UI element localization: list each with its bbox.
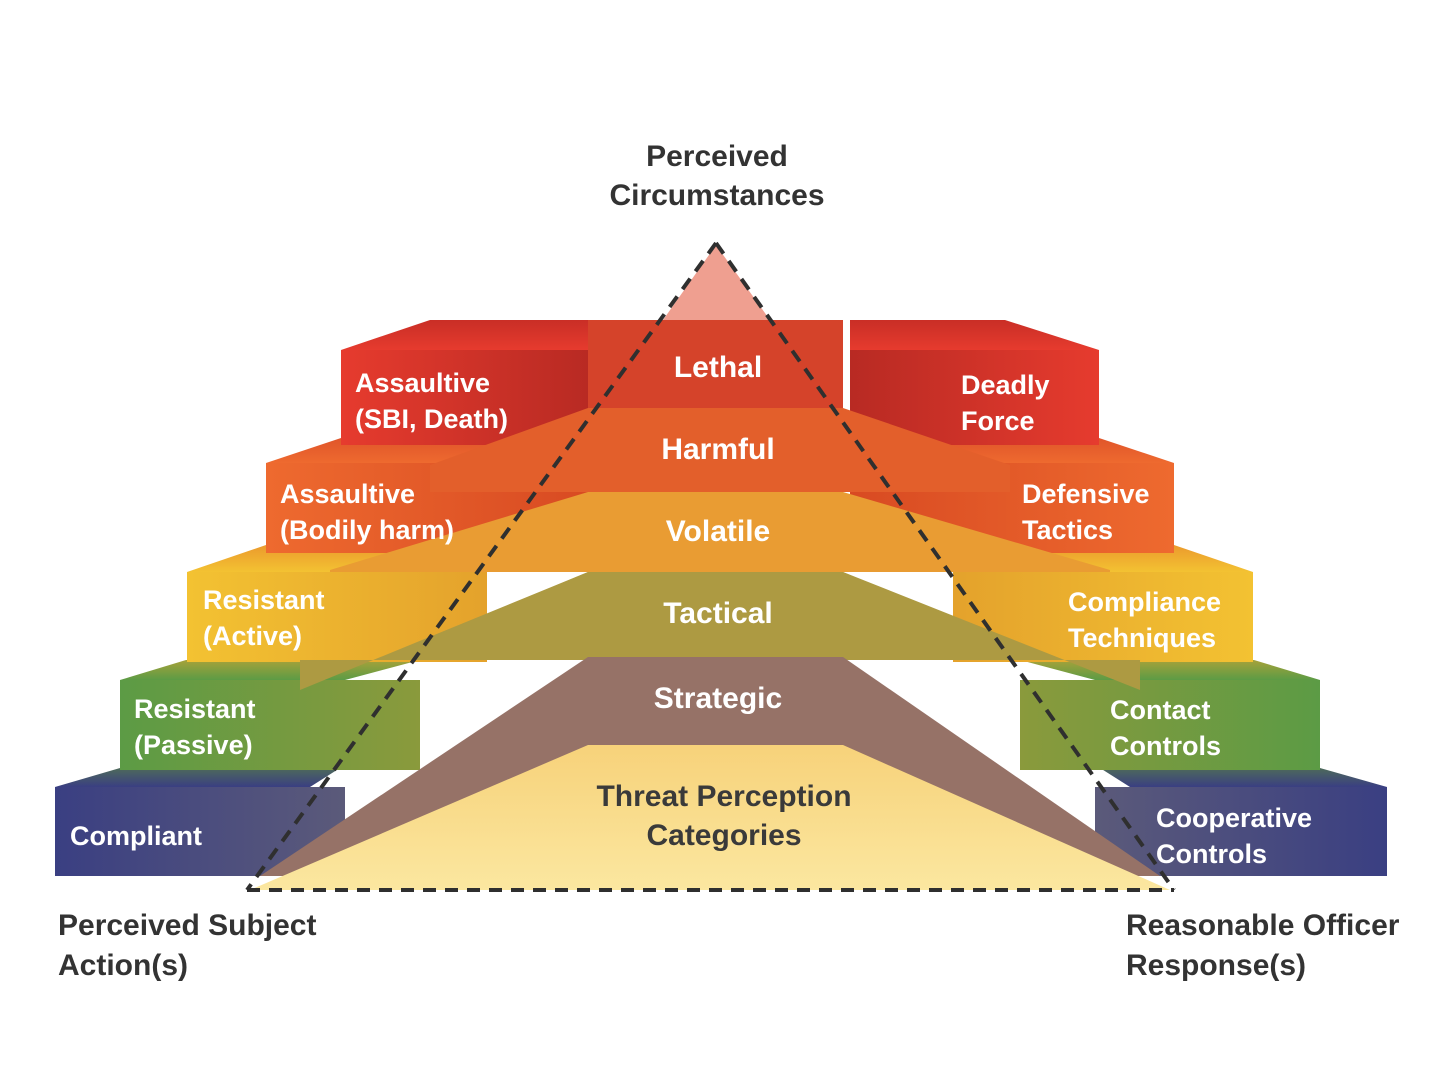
- center-label-line2: Categories: [646, 819, 801, 852]
- band-tactical-fill: [430, 572, 1000, 638]
- category-strategic: Strategic: [654, 682, 782, 715]
- step-cooperative-controls: [1095, 787, 1387, 876]
- step-deadly-top: [850, 320, 1099, 350]
- response-compliance-techniques-line2: Techniques: [1068, 623, 1216, 653]
- step-cooperative-top: [1100, 768, 1387, 787]
- center-label-line1: Threat Perception: [596, 780, 851, 813]
- right-axis-label: Reasonable Officer Response(s): [1126, 909, 1400, 982]
- category-harmful: Harmful: [661, 433, 774, 466]
- response-deadly-force-line1: Deadly: [961, 370, 1050, 400]
- top-label-line2: Circumstances: [609, 179, 824, 212]
- band-base: [250, 745, 1170, 890]
- subject-resistant-active-line1: Resistant: [203, 585, 325, 615]
- officer-response-labels: Deadly Force Defensive Tactics Complianc…: [961, 370, 1312, 869]
- step-contact-controls: [1020, 680, 1320, 770]
- subject-assaultive-bodily-line1: Assaultive: [280, 479, 415, 509]
- category-volatile: Volatile: [666, 515, 770, 548]
- subject-resistant-passive-line2: (Passive): [134, 730, 253, 760]
- center-label: Threat Perception Categories: [596, 780, 851, 852]
- right-label-line1: Reasonable Officer: [1126, 909, 1400, 942]
- step-resistant-passive-top: [120, 660, 420, 680]
- response-deadly-force-line2: Force: [961, 406, 1035, 436]
- pyramid-apex: [663, 245, 770, 320]
- response-compliance-techniques-line1: Compliance: [1068, 587, 1221, 617]
- top-label: Perceived Circumstances: [609, 140, 824, 212]
- left-axis-label: Perceived Subject Action(s): [58, 909, 316, 982]
- step-resistant-passive: [120, 680, 420, 770]
- perceived-circumstances-triangle: [245, 241, 1176, 892]
- subject-assaultive-bodily-line2: (Bodily harm): [280, 515, 454, 545]
- band-lethal: [588, 320, 843, 408]
- threat-category-bands: [250, 320, 1170, 890]
- response-cooperative-controls-line2: Controls: [1156, 839, 1267, 869]
- subject-resistant-passive-line1: Resistant: [134, 694, 256, 724]
- category-lethal: Lethal: [674, 351, 762, 384]
- band-harmful: [430, 408, 1010, 492]
- step-contact-top: [1020, 660, 1320, 680]
- subject-assaultive-sbi-line2: (SBI, Death): [355, 404, 508, 434]
- left-label-line2: Action(s): [58, 949, 188, 982]
- step-assaultive-sbi-top: [341, 320, 590, 350]
- response-contact-controls-line2: Controls: [1110, 731, 1221, 761]
- top-label-line1: Perceived: [646, 140, 788, 173]
- response-contact-controls-line1: Contact: [1110, 695, 1211, 725]
- subject-compliant: Compliant: [70, 821, 202, 851]
- step-compliant-top: [55, 768, 340, 787]
- response-cooperative-controls-line1: Cooperative: [1156, 803, 1312, 833]
- subject-resistant-active-line2: (Active): [203, 621, 302, 651]
- subject-action-labels: Assaultive (SBI, Death) Assaultive (Bodi…: [70, 368, 508, 851]
- category-tactical: Tactical: [663, 597, 773, 630]
- category-labels: Lethal Harmful Volatile Tactical Strateg…: [654, 351, 782, 715]
- response-defensive-tactics-line1: Defensive: [1022, 479, 1150, 509]
- right-label-line2: Response(s): [1126, 949, 1306, 982]
- left-label-line1: Perceived Subject: [58, 909, 316, 942]
- subject-assaultive-sbi-line1: Assaultive: [355, 368, 490, 398]
- band-volatile: [330, 492, 1110, 572]
- response-defensive-tactics-line2: Tactics: [1022, 515, 1113, 545]
